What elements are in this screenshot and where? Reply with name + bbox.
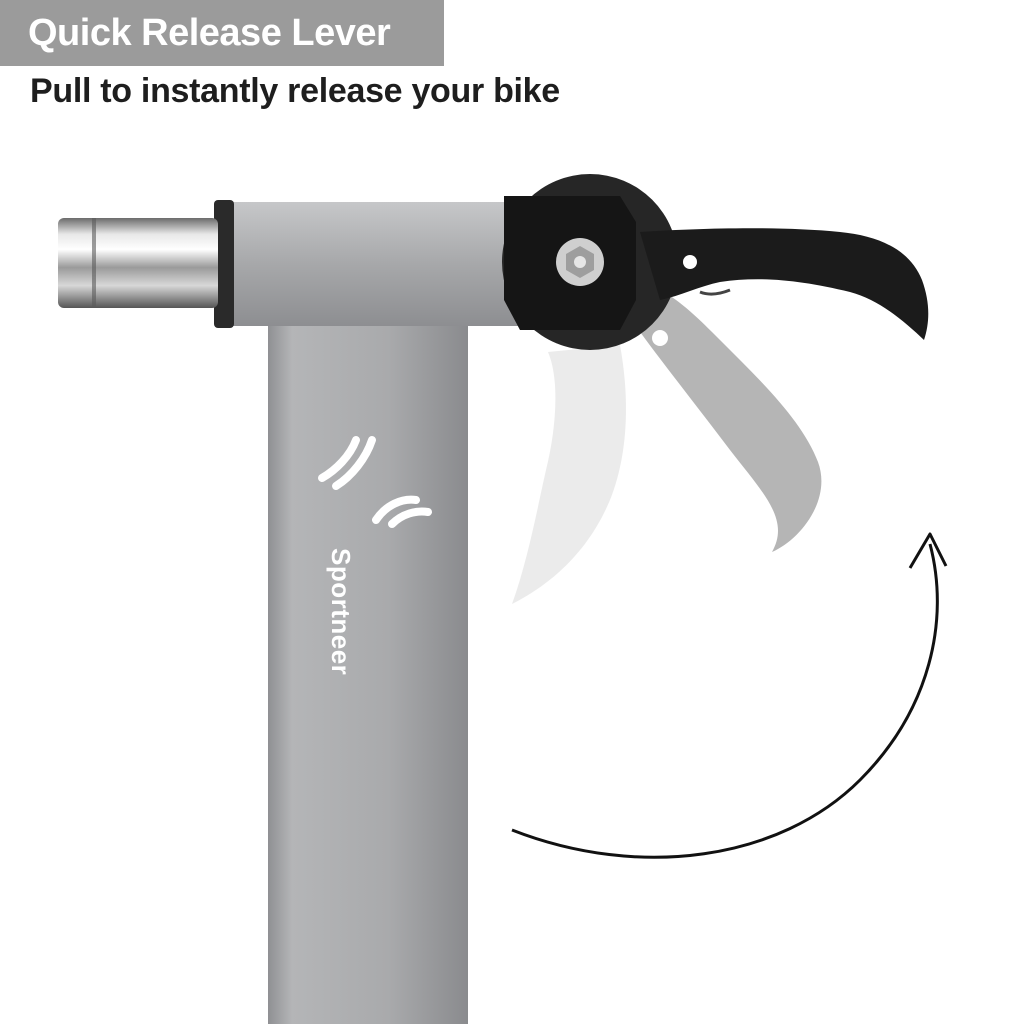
chrome-axle [58, 218, 218, 308]
cam-housing [502, 174, 678, 350]
end-collar [214, 200, 234, 328]
frame-crossbar [226, 202, 526, 326]
title-banner: Quick Release Lever [0, 0, 444, 66]
sportneer-logo: Sportneer [318, 436, 432, 675]
ghost-lever-far [512, 345, 626, 604]
curved-arrow-up-icon [511, 532, 948, 859]
page-subtitle: Pull to instantly release your bike [30, 72, 560, 110]
page-title: Quick Release Lever [28, 11, 391, 54]
release-lever [640, 228, 929, 340]
frame-leg [268, 262, 468, 1024]
ghost-lever-mid [630, 290, 822, 552]
brand-name: Sportneer [326, 548, 356, 675]
